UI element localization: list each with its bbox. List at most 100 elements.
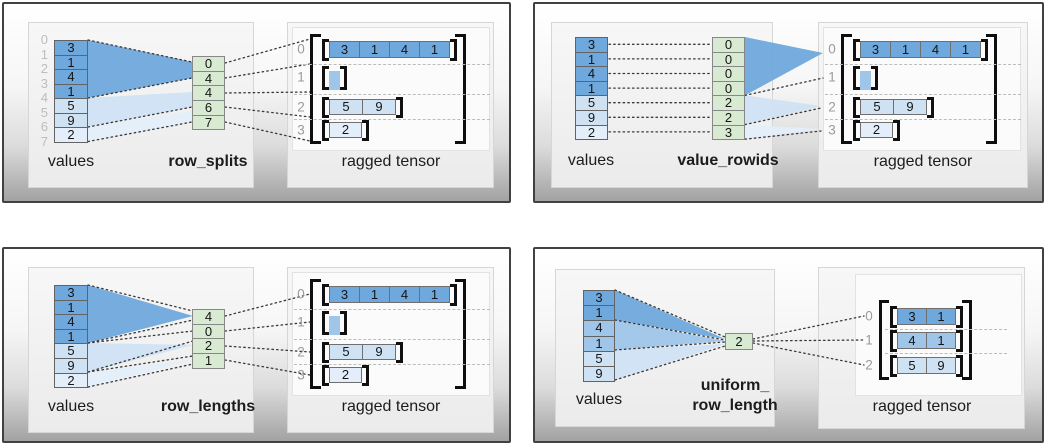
tensor-open-bracket [310, 279, 321, 389]
tensor-cell: 1 [890, 41, 921, 58]
tensor-cell: 4 [389, 41, 420, 58]
dotted-connector [744, 77, 824, 97]
values-cell: 5 [575, 95, 608, 111]
dotted-connector [224, 359, 311, 376]
values-cell: 3 [54, 285, 88, 301]
values-cell: 1 [54, 54, 88, 70]
row-cells: 2 [860, 122, 893, 138]
values-cell: 9 [54, 112, 88, 128]
tensor-cell: 2 [329, 122, 362, 138]
tensor-cell: 9 [893, 99, 927, 115]
values-cell: 5 [54, 343, 88, 359]
partition-label-line: row_lengths [160, 398, 256, 415]
tensor-row [322, 310, 347, 335]
tensor-cell: 4 [920, 41, 951, 58]
value-index-label: 7 [40, 133, 48, 149]
partition-cell: 0 [192, 56, 225, 72]
dotted-connector [614, 319, 726, 341]
values-cell: 9 [54, 358, 88, 374]
row-open-bracket [322, 341, 329, 363]
value-index-label: 1 [40, 46, 48, 62]
dotted-connector [224, 321, 311, 332]
dotted-connector [87, 363, 194, 388]
tensor-cell: 3 [329, 41, 360, 58]
row-close-bracket [450, 38, 457, 61]
ragged-tensor-label: ragged tensor [872, 398, 972, 415]
values-cell: 4 [583, 320, 615, 337]
partition-cell: 1 [192, 353, 225, 369]
row-separator [825, 118, 1021, 120]
ragged-tensor-label: ragged tensor [341, 153, 441, 170]
tensor-open-bracket [841, 34, 852, 144]
row-close-bracket [956, 329, 963, 352]
connector-overlay [608, 37, 824, 140]
partition-label-line: value_rowids [677, 152, 779, 169]
fan-wedge [88, 92, 192, 127]
row-close-bracket [956, 354, 963, 377]
values-cell: 1 [575, 80, 608, 97]
tensor-row-index: 3 [297, 122, 305, 138]
row-separator [825, 93, 1021, 95]
tensor-open-bracket [879, 300, 889, 380]
tensor-row: 2 [853, 119, 900, 141]
tensor-row-index: 2 [828, 99, 836, 115]
row-cells: 2 [329, 367, 362, 383]
dotted-connector [224, 121, 311, 142]
value-index-label: 3 [40, 75, 48, 91]
dotted-connector [224, 63, 311, 79]
value-index-label: 2 [40, 61, 48, 76]
values-cell: 9 [583, 366, 615, 383]
row-open-bracket [322, 96, 329, 118]
tensor-cell: 5 [329, 344, 363, 360]
tensor-row-index: 1 [865, 332, 873, 348]
dotted-connector [87, 355, 194, 373]
row-open-bracket [322, 119, 329, 141]
partition-cell: 0 [712, 51, 745, 68]
tensor-row-index: 0 [297, 286, 305, 302]
values-cell: 1 [54, 83, 88, 99]
value-index-label: 4 [40, 90, 48, 105]
ragged-tensor-label: ragged tensor [341, 398, 441, 415]
partition-cell: 4 [192, 85, 225, 102]
fan-wedge [88, 40, 192, 98]
tensor-cell: 1 [359, 286, 390, 303]
tensor-close-bracket [455, 34, 466, 144]
dotted-connector [87, 319, 194, 344]
values-cell: 4 [54, 314, 88, 330]
tensor-cell: 5 [860, 99, 894, 115]
row-open-bracket [853, 65, 860, 90]
row-open-bracket [322, 364, 329, 386]
row-open-bracket [322, 310, 329, 335]
fan-wedge [745, 124, 821, 140]
dotted-connector [224, 345, 311, 353]
fan-wedge [615, 320, 725, 350]
row-open-bracket [890, 305, 897, 328]
values-cell: 1 [54, 299, 88, 316]
dotted-connector [614, 289, 726, 338]
tensor-cell: 3 [860, 41, 891, 58]
row-separator [294, 308, 490, 310]
values-cell: 1 [54, 328, 88, 345]
values-cell: 3 [575, 37, 608, 53]
tensor-close-bracket [986, 34, 997, 144]
partition-cell: 0 [712, 37, 745, 53]
tensor-row [322, 65, 347, 90]
partition-cell: 6 [192, 100, 225, 116]
values-cell: 1 [583, 335, 615, 352]
row-separator [294, 93, 490, 95]
dotted-connector [224, 106, 311, 118]
tensor-row-index: 3 [297, 367, 305, 383]
tensor-cell: 1 [950, 41, 981, 58]
row-open-bracket [890, 329, 897, 352]
partition-cell: 0 [712, 66, 745, 82]
dotted-connector [224, 293, 311, 317]
fan-wedge [88, 285, 193, 343]
